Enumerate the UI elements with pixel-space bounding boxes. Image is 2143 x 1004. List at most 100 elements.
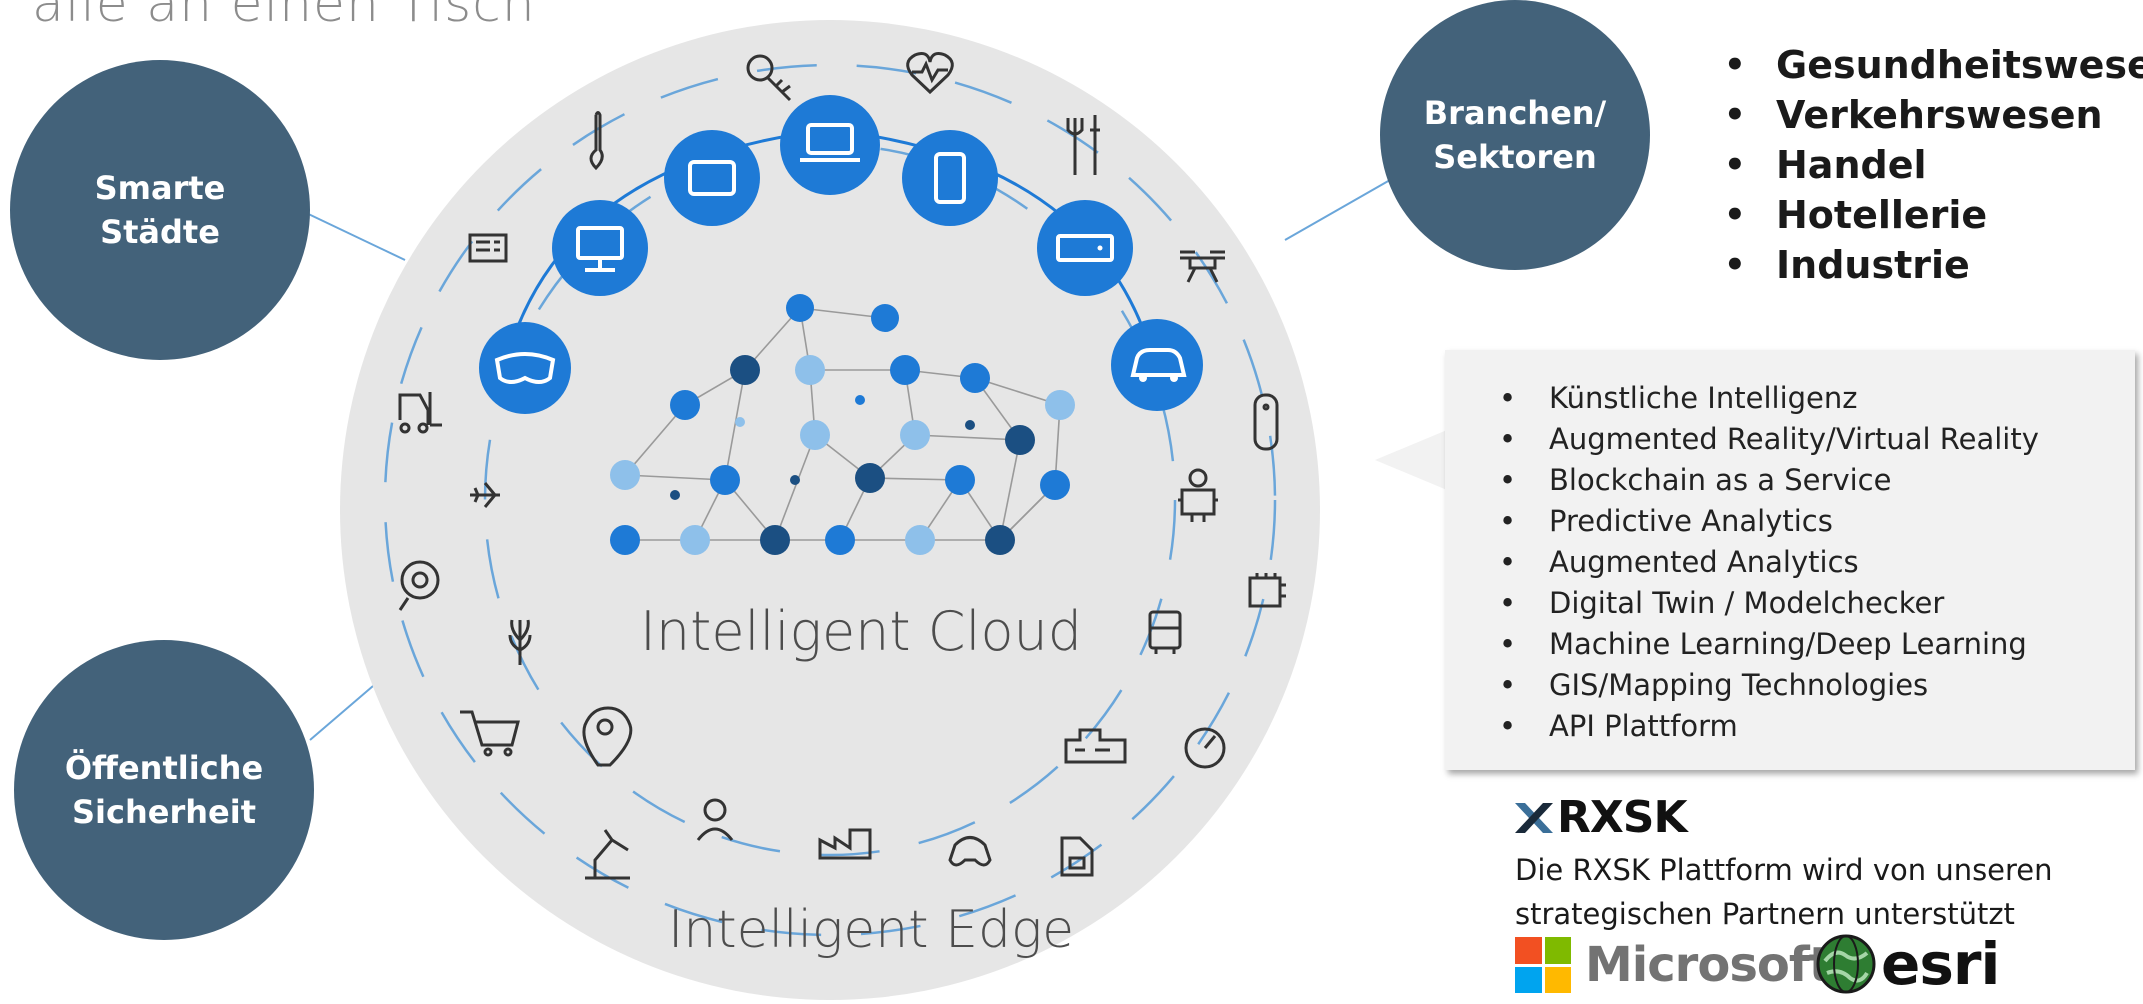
callout-pointer — [1375, 430, 1447, 490]
network-node — [680, 525, 710, 555]
sector-item: Hotellerie — [1724, 190, 2143, 240]
microsoft-logo-icon — [1515, 937, 1571, 993]
bus-icon — [1148, 610, 1182, 654]
network-node — [786, 294, 814, 322]
edge-label: Intelligent Edge — [668, 900, 1075, 960]
globe-icon — [1816, 934, 1876, 994]
network-node — [900, 420, 930, 450]
hub-sectors: Branchen/ Sektoren — [1380, 0, 1650, 270]
network-node — [795, 355, 825, 385]
hub-smart-cities-label: Smarte Städte — [94, 169, 226, 251]
technology-item: API Plattform — [1487, 706, 2135, 747]
technology-item: GIS/Mapping Technologies — [1487, 665, 2135, 706]
robot-arm-icon — [585, 829, 630, 880]
network-node — [855, 463, 885, 493]
network-node — [800, 420, 830, 450]
phone-icon — [902, 130, 998, 226]
gauge-icon — [1184, 727, 1226, 769]
cloud-network-nodes — [610, 294, 1075, 555]
robot-icon — [1178, 468, 1218, 522]
esri-logo: esri — [1815, 930, 2000, 998]
newspaper-icon — [468, 233, 508, 263]
hub-public-safety: Öffentliche Sicherheit — [14, 640, 314, 940]
desktop-icon — [552, 200, 648, 296]
sector-item: Verkehrswesen — [1724, 90, 2143, 140]
technology-item: Augmented Analytics — [1487, 542, 2135, 583]
gamepad-icon — [948, 836, 992, 867]
network-node — [670, 490, 680, 500]
hub-sectors-label: Branchen/ Sektoren — [1423, 94, 1607, 176]
network-node — [965, 420, 975, 430]
buildings-icon — [1064, 728, 1127, 764]
technology-callout: Künstliche Intelligenz Augmented Reality… — [1445, 350, 2135, 770]
cart-icon — [460, 710, 520, 757]
technology-item: Machine Learning/Deep Learning — [1487, 624, 2135, 665]
network-node — [1045, 390, 1075, 420]
rxsk-logo-text: RXSK — [1557, 792, 1688, 843]
esri-logo-text: esri — [1881, 930, 2000, 998]
page-title: alle an einen Tisch — [32, 0, 536, 34]
technology-item: Künstliche Intelligenz — [1487, 378, 2135, 419]
cloud-label: Intelligent Cloud — [640, 600, 1082, 663]
sector-item: Industrie — [1724, 240, 2143, 290]
network-node — [905, 525, 935, 555]
network-node — [790, 475, 800, 485]
chip-icon — [1248, 573, 1286, 608]
gear-icon — [398, 560, 440, 611]
technology-item: Blockchain as a Service — [1487, 460, 2135, 501]
tablet-icon — [664, 130, 760, 226]
network-node — [945, 465, 975, 495]
network-node — [985, 525, 1015, 555]
connector-smart-cities — [299, 209, 406, 261]
network-node — [890, 355, 920, 385]
sector-item: Handel — [1724, 140, 2143, 190]
network-node — [610, 525, 640, 555]
microsoft-logo: Microsoft — [1515, 937, 1832, 993]
network-node — [871, 304, 899, 332]
factory-icon — [818, 828, 872, 860]
technology-item: Predictive Analytics — [1487, 501, 2135, 542]
pin-icon — [582, 706, 633, 767]
technology-list: Künstliche Intelligenz Augmented Reality… — [1445, 350, 2135, 747]
network-node — [610, 460, 640, 490]
sector-item: Gesundheitswesen — [1724, 40, 2143, 90]
connector-public-safety — [309, 679, 381, 741]
hub-smart-cities: Smarte Städte — [10, 60, 310, 360]
person-icon — [696, 798, 734, 841]
network-node — [670, 390, 700, 420]
microsoft-logo-text: Microsoft — [1585, 937, 1832, 993]
network-node — [960, 363, 990, 393]
rxsk-logo: RXSK — [1515, 792, 1688, 843]
hub-public-safety-label: Öffentliche Sicherheit — [64, 749, 264, 831]
rxsk-logo-icon — [1515, 802, 1553, 833]
network-node — [1005, 425, 1035, 455]
network-node — [855, 395, 865, 405]
sectors-list: Gesundheitswesen Verkehrswesen Handel Ho… — [1724, 40, 2143, 290]
partner-statement: Die RXSK Plattform wird von unseren stra… — [1515, 853, 2053, 931]
tools-icon — [1066, 115, 1100, 175]
network-node — [710, 465, 740, 495]
drone-icon — [1180, 250, 1225, 283]
thermometer-icon — [589, 111, 604, 171]
network-node — [760, 525, 790, 555]
airplane-icon — [470, 482, 500, 508]
key-icon — [746, 54, 792, 102]
technology-item: Digital Twin / Modelchecker — [1487, 583, 2135, 624]
device-circles — [479, 95, 1203, 414]
server-icon — [1037, 200, 1133, 296]
forklift-icon — [398, 392, 442, 434]
heart-monitor-icon — [906, 52, 954, 95]
outer-dashed-ring — [383, 63, 1277, 937]
laptop-icon — [780, 95, 880, 195]
edge-icons — [398, 52, 1286, 880]
network-node — [735, 417, 745, 427]
wheat-icon — [508, 619, 532, 665]
lock-file-icon — [1060, 836, 1094, 877]
car-icon — [1111, 319, 1203, 411]
network-node — [825, 525, 855, 555]
technology-item: Augmented Reality/Virtual Reality — [1487, 419, 2135, 460]
network-node — [1040, 470, 1070, 500]
remote-icon — [1253, 393, 1279, 451]
vr-headset-icon — [479, 322, 571, 414]
